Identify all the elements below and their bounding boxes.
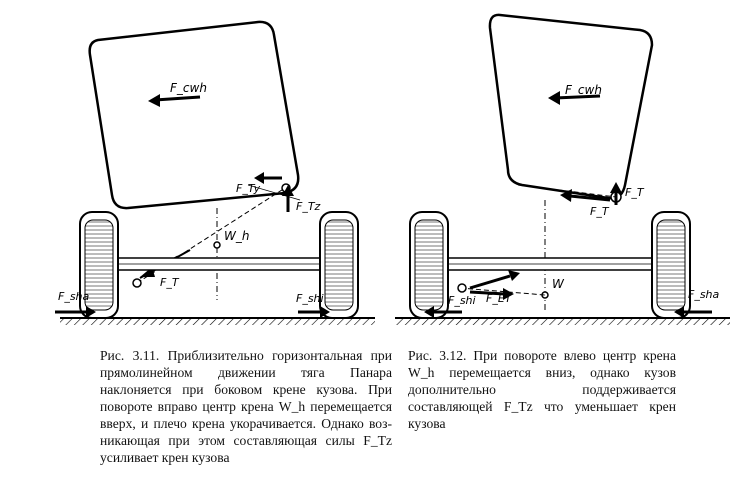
label-f-t-top: F_T xyxy=(625,186,645,199)
f-cwh-arrow-right xyxy=(548,91,601,105)
label-f-et: F_ET xyxy=(486,292,513,305)
axle-left xyxy=(117,257,334,271)
f-t-arrow-right-top xyxy=(610,182,622,205)
label-f-sha: F_sha xyxy=(58,290,90,303)
label-f-cwh: F_cwh xyxy=(170,81,207,95)
label-w: W xyxy=(552,277,565,291)
f-sha-arrow-left xyxy=(55,306,96,318)
label-f-shi: F_shi xyxy=(296,292,324,305)
f-cwh-arrow-left xyxy=(148,94,201,107)
label-f-cwh-right: F_cwh xyxy=(565,83,602,97)
figure-3-12: F_cwh F_T F_T W F_shi F_ET F_sha xyxy=(395,13,730,325)
label-f-t: F_T xyxy=(160,276,180,289)
f-ty-arrow xyxy=(254,172,282,184)
label-f-t-mid: F_T xyxy=(590,205,610,218)
wheel-left-outer xyxy=(79,211,119,319)
f-shi-arrow-right xyxy=(424,306,462,318)
roll-centre-wh xyxy=(213,241,221,249)
ground-left xyxy=(60,317,375,325)
f-shi-arrow-left xyxy=(298,306,330,318)
figure-3-11: F_cwh F_Ty F_Tz W_h F_T F_sha F_shi xyxy=(55,20,375,325)
car-body-left xyxy=(88,20,300,210)
car-body-right xyxy=(488,13,654,200)
f-sha-arrow-right xyxy=(674,306,712,318)
wheel-right-inner xyxy=(409,211,449,319)
wheel-right-outer xyxy=(651,211,691,319)
label-w-h: W_h xyxy=(224,229,249,243)
label-f-ty: F_Ty xyxy=(236,182,261,195)
label-f-shi-right: F_shi xyxy=(448,294,476,307)
f-t-arrow-right-mid xyxy=(560,189,611,202)
panhard-rod-right xyxy=(457,270,546,300)
label-f-sha-right: F_sha xyxy=(688,288,720,301)
wheel-left-inner xyxy=(319,211,359,319)
ground-right xyxy=(395,317,730,325)
caption-figure-3-12: Рис. 3.12. При повороте влево центр крен… xyxy=(408,348,676,431)
label-f-tz: F_Tz xyxy=(296,200,321,213)
caption-figure-3-11: Рис. 3.11. Приблизительно горизонтальная… xyxy=(100,348,392,465)
axle-right xyxy=(437,257,664,271)
